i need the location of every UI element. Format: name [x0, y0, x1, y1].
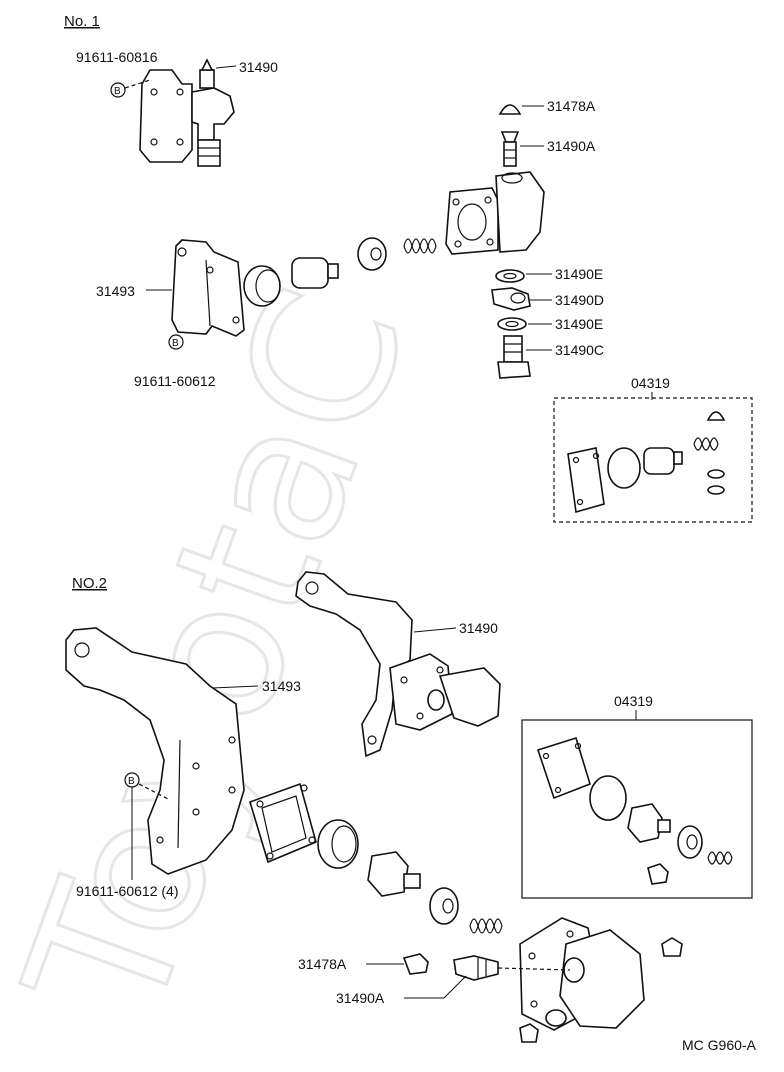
pump-assembly-drawing-no2: [295, 571, 501, 758]
kit-parts-no1: [567, 411, 726, 514]
pump-assembly-drawing-no1: [139, 58, 235, 167]
diaphragm-no2: [317, 819, 359, 869]
pump-body-no1: [445, 171, 545, 255]
spring-no2: [469, 918, 503, 934]
callout-b-text: B: [172, 338, 179, 349]
label-no2-bracket: 31493: [262, 678, 301, 694]
section-heading-no1: No. 1: [64, 13, 100, 30]
label-no1-kit: 04319: [631, 375, 670, 391]
gasket-upper-no1: [495, 269, 525, 283]
label-no2-bolt: 91611-60612 (4): [76, 883, 178, 899]
callout-b-text: B: [128, 776, 135, 787]
label-no2-kit: 04319: [614, 693, 653, 709]
callout-b-circle: [110, 82, 126, 98]
label-no1-gasket-upper: 31490E: [555, 266, 603, 282]
label-no1-union-bolt: 31490C: [555, 342, 604, 358]
label-no1-valve: 31490A: [547, 138, 596, 154]
valve-no1: [500, 131, 520, 167]
diaphragm-no1: [243, 265, 281, 307]
kit-box-no1: [553, 397, 753, 523]
section-heading-no2: NO.2: [72, 575, 107, 592]
valve-no2: [453, 955, 499, 981]
seal-no2: [429, 887, 459, 925]
seal-no1: [357, 237, 387, 271]
footer-code: MC G960-A: [682, 1037, 757, 1053]
label-no1-gasket-lower: 31490E: [555, 316, 603, 332]
kit-box-no2: [521, 719, 753, 899]
callout-b-circle: [168, 334, 184, 350]
plug-no2: [519, 937, 683, 1043]
plunger-no1: [291, 257, 339, 289]
spring-no1: [403, 238, 437, 254]
union-no1: [491, 287, 531, 311]
cap-no2: [402, 953, 429, 975]
cap-no1: [498, 104, 522, 115]
label-no2-valve: 31490A: [336, 990, 385, 1006]
union-bolt-no1: [497, 335, 531, 379]
gasket-lower-no1: [497, 317, 527, 331]
callout-b-text: B: [114, 86, 121, 97]
label-no1-bracket: 31493: [96, 283, 135, 299]
label-no1-pump-assy: 31490: [239, 59, 278, 75]
kit-parts-no2: [536, 736, 733, 885]
label-no1-union: 31490D: [555, 292, 604, 308]
label-no1-cap: 31478A: [547, 98, 596, 114]
gasket-plate-no2: [249, 782, 317, 864]
label-no1-bolt-top: 91611-60816: [76, 49, 158, 65]
label-no2-cap: 31478A: [298, 956, 347, 972]
label-no2-pump-assy: 31490: [459, 620, 498, 636]
label-no1-bolt-bottom: 91611-60612: [134, 373, 216, 389]
pump-body-no2: [519, 917, 645, 1031]
plunger-no2: [367, 851, 421, 897]
bracket-plate-no1: [171, 239, 245, 337]
bracket-no2: [65, 627, 245, 875]
